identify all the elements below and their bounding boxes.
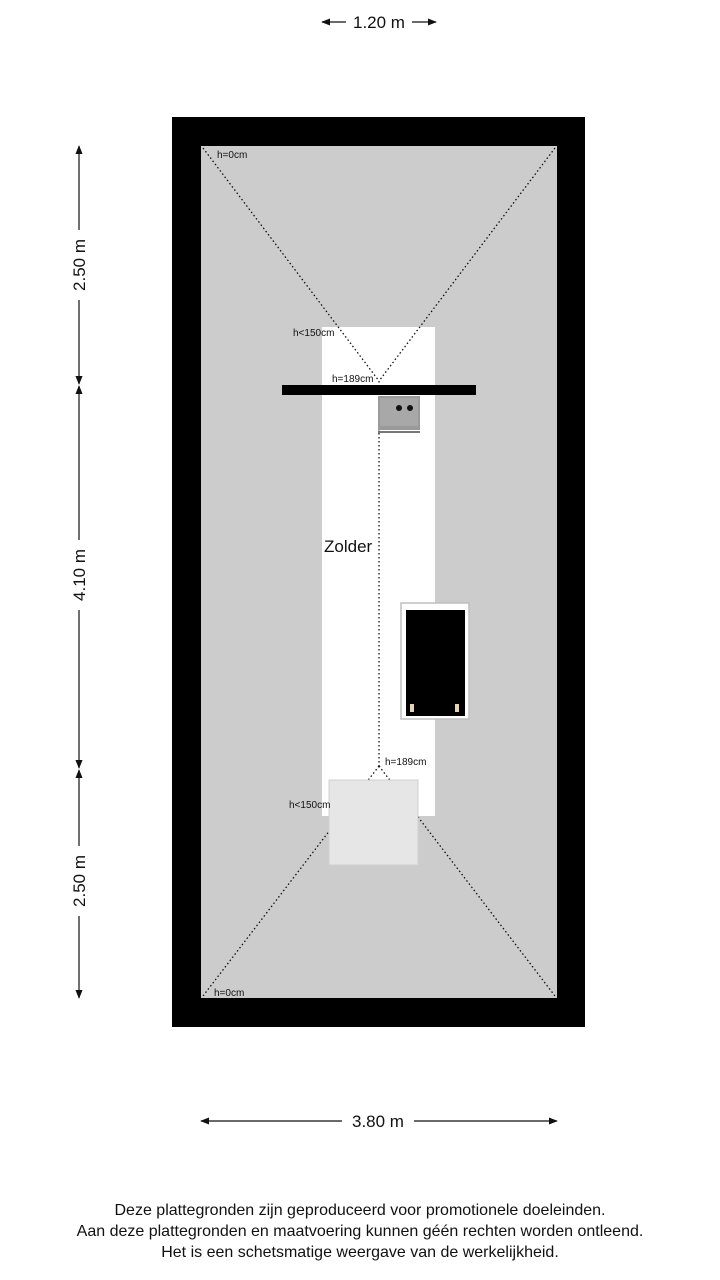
dimension-bottom-width: 3.80 m — [200, 1112, 558, 1131]
height-label-top-189: h=189cm — [332, 374, 373, 385]
roof-beam — [282, 385, 476, 395]
height-label-bottom-corner: h=0cm — [214, 988, 244, 999]
disclaimer-line-3: Het is een schetsmatige weergave van de … — [161, 1244, 559, 1261]
dimension-top-width: 1.20 m — [321, 13, 437, 32]
dimension-bottom-width-label: 3.80 m — [352, 1112, 404, 1131]
height-label-top-corner: h=0cm — [217, 150, 247, 161]
height-label-bottom-under150: h<150cm — [289, 800, 330, 811]
dimension-top-width-label: 1.20 m — [353, 13, 405, 32]
height-label-top-under150: h<150cm — [293, 328, 334, 339]
stair-opening — [328, 779, 419, 866]
dimension-left-middle-label: 4.10 m — [70, 549, 89, 601]
height-label-bottom-189: h=189cm — [385, 757, 426, 768]
disclaimer-line-2: Aan deze plattegronden en maatvoering ku… — [76, 1223, 644, 1240]
ventilation-unit — [378, 396, 420, 433]
disclaimer: Deze plattegronden zijn geproduceerd voo… — [0, 1200, 720, 1263]
disclaimer-line-1: Deze plattegronden zijn geproduceerd voo… — [114, 1202, 606, 1219]
dimension-left-top-label: 2.50 m — [70, 239, 89, 291]
dimension-left-bottom-label: 2.50 m — [70, 855, 89, 907]
room-label: Zolder — [324, 537, 373, 556]
roof-window — [400, 602, 470, 720]
